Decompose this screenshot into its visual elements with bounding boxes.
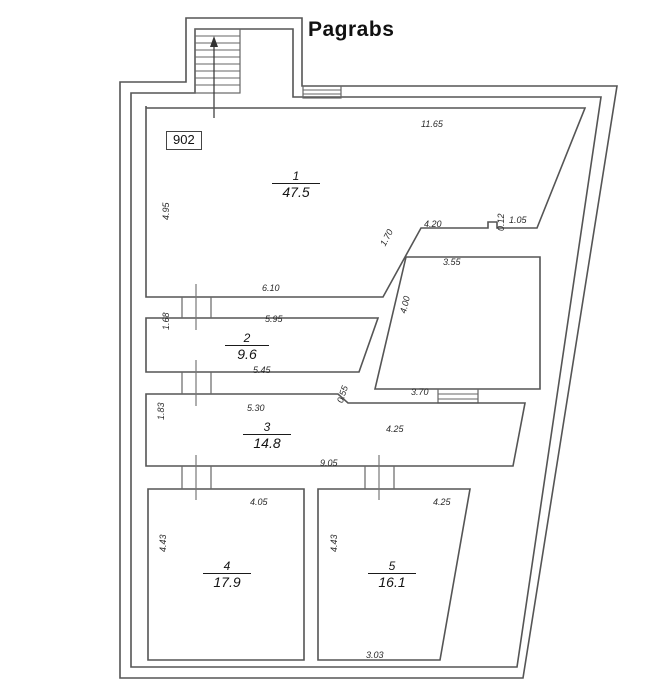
room-label-5: 5 16.1 bbox=[368, 560, 416, 589]
page-title: Pagrabs bbox=[308, 18, 395, 41]
dim-room5-bottom: 3.03 bbox=[366, 650, 384, 660]
dim-room1-notch: 1.05 bbox=[509, 215, 527, 225]
dim-room4-left: 4.43 bbox=[158, 534, 168, 552]
room-label-1: 1 47.5 bbox=[272, 170, 320, 199]
outer-wall-outline bbox=[119, 17, 618, 679]
opening-corridor-lower bbox=[437, 388, 479, 404]
dim-room2-bottom: 5.45 bbox=[253, 365, 271, 375]
dim-room5-left: 4.43 bbox=[329, 534, 339, 552]
room-1-outline bbox=[145, 106, 587, 298]
dim-room1-step-top: 4.20 bbox=[424, 219, 442, 229]
room-2-outline bbox=[145, 317, 380, 373]
door-room3-room4 bbox=[181, 455, 212, 500]
room-4-area: 17.9 bbox=[203, 573, 251, 589]
dim-corridor-bottom: 3.70 bbox=[411, 387, 429, 397]
staircase-icon bbox=[194, 28, 241, 118]
dim-room3-left: 1.83 bbox=[156, 402, 166, 420]
room-5-area: 16.1 bbox=[368, 573, 416, 589]
outer-wall-inner-outline bbox=[130, 28, 602, 668]
room-3-number: 3 bbox=[263, 420, 271, 434]
room-4-number: 4 bbox=[223, 559, 231, 573]
room-2-number: 2 bbox=[243, 331, 251, 345]
dim-room3-bottom: 9.05 bbox=[320, 458, 338, 468]
room-3-area: 14.8 bbox=[243, 434, 291, 450]
dim-room2-top: 5.95 bbox=[265, 314, 283, 324]
door-room1-room2 bbox=[181, 284, 212, 330]
dim-room3-top: 5.30 bbox=[247, 403, 265, 413]
window-opening-top bbox=[302, 85, 342, 99]
dim-room4-top: 4.05 bbox=[250, 497, 268, 507]
dim-room1-left: 4.95 bbox=[161, 202, 171, 220]
room-label-4: 4 17.9 bbox=[203, 560, 251, 589]
room-5-number: 5 bbox=[388, 559, 396, 573]
dim-room3-right-bottom: 4.25 bbox=[386, 424, 404, 434]
room-4-outline bbox=[147, 488, 305, 661]
dim-room1-bottom: 6.10 bbox=[262, 283, 280, 293]
room-label-3: 3 14.8 bbox=[243, 421, 291, 450]
door-room2-room3 bbox=[181, 360, 212, 406]
door-room3-room5 bbox=[364, 455, 395, 500]
room-1-number: 1 bbox=[292, 169, 300, 183]
unit-id-badge: 902 bbox=[166, 131, 202, 151]
room-3-outline bbox=[145, 393, 526, 467]
room-1-area: 47.5 bbox=[272, 183, 320, 199]
room-2-area: 9.6 bbox=[225, 345, 269, 361]
right-corridor-outline bbox=[373, 256, 541, 390]
dim-room1-top: 11.65 bbox=[421, 119, 443, 129]
dim-room1-notch-small: 0.12 bbox=[496, 213, 506, 231]
room-5-outline bbox=[317, 488, 471, 661]
dim-room2-left: 1.68 bbox=[161, 312, 171, 330]
dim-room5-top: 4.25 bbox=[433, 497, 451, 507]
room-label-2: 2 9.6 bbox=[225, 332, 269, 361]
dim-corridor-top: 3.55 bbox=[443, 257, 461, 267]
